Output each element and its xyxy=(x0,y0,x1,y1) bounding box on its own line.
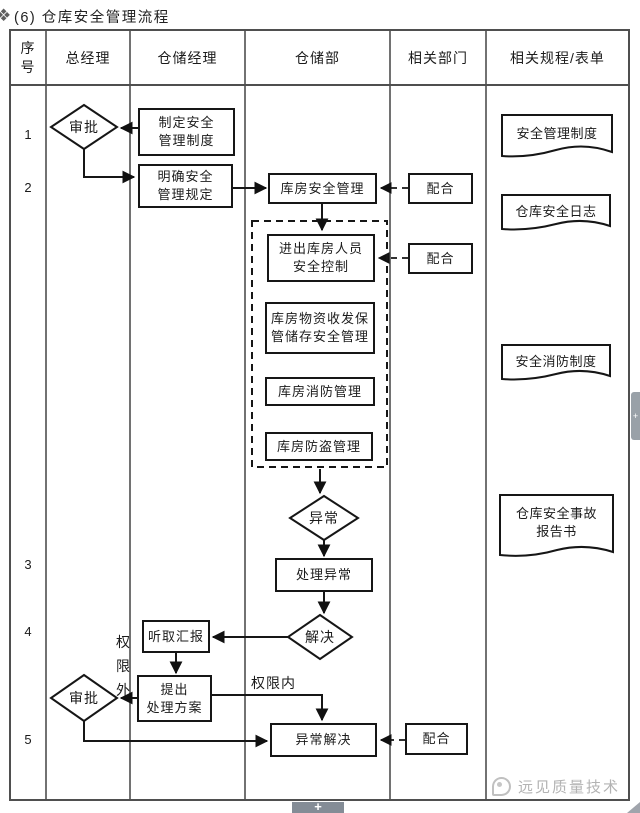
watermark-logo-icon xyxy=(492,777,511,796)
header-regulations-forms: 相关规程/表单 xyxy=(510,49,605,66)
node-cooperate-2: 配合 xyxy=(408,243,473,274)
header-warehouse-manager: 仓储经理 xyxy=(157,49,218,66)
safety-tasks-group xyxy=(251,220,388,468)
document-shape-3 xyxy=(501,344,611,381)
cooperation-connectors xyxy=(377,182,408,746)
title-marker-icon: ❖ xyxy=(0,6,12,25)
document-fire-safety-system: 安全消防制度 xyxy=(515,354,597,369)
edge-approve2-to-resolved-box xyxy=(83,721,269,748)
edge-approve1-to-clarify xyxy=(83,149,136,184)
label-abnormal: 异常 xyxy=(309,510,339,526)
row-number-4: 4 xyxy=(24,624,32,639)
node-fire-control-mgmt: 库房消防管理 xyxy=(265,377,375,406)
document-shape-2 xyxy=(501,194,611,231)
row-number-1: 1 xyxy=(24,127,32,142)
decision-approve1 xyxy=(49,103,119,151)
label-approve1: 审批 xyxy=(69,119,99,135)
page-title: (6) 仓库安全管理流程 xyxy=(14,10,170,26)
side-expand-handle[interactable]: + xyxy=(631,392,640,440)
decision-approve2 xyxy=(49,673,119,723)
node-cooperate-3: 配合 xyxy=(405,723,468,755)
flow-connectors xyxy=(83,121,331,748)
label-approve2: 审批 xyxy=(69,690,99,706)
document-shape-4 xyxy=(499,494,614,557)
corner-resize-icon xyxy=(627,802,640,813)
node-abnormal-resolved: 异常解决 xyxy=(270,723,377,757)
node-propose-plan: 提出 处理方案 xyxy=(137,675,212,722)
decision-resolved xyxy=(286,613,354,661)
watermark-text: 远见质量技术 xyxy=(518,779,621,796)
header-seq: 序号 xyxy=(20,39,36,75)
header-warehouse-dept: 仓储部 xyxy=(295,49,340,66)
document-shape-1 xyxy=(501,114,613,158)
node-draft-safety-system: 制定安全 管理制度 xyxy=(138,108,235,156)
node-material-storage-safety: 库房物资收发保 管储存安全管理 xyxy=(265,302,375,354)
header-general-manager: 总经理 xyxy=(65,49,111,66)
node-clarify-safety-rules: 明确安全 管理规定 xyxy=(138,164,233,208)
document-safety-system: 安全管理制度 xyxy=(516,126,598,141)
decision-abnormal xyxy=(288,494,360,542)
node-theft-prevention-mgmt: 库房防盗管理 xyxy=(265,432,373,461)
row-number-3: 3 xyxy=(24,557,32,572)
document-accident-report: 仓库安全事故 报告书 xyxy=(515,506,597,539)
document-safety-log: 仓库安全日志 xyxy=(515,204,597,219)
table-grid xyxy=(9,29,630,801)
watermark: 远见质量技术 xyxy=(492,776,620,797)
node-warehouse-safety-mgmt: 库房安全管理 xyxy=(268,173,377,204)
plus-icon: + xyxy=(632,411,639,421)
label-inside-authority: 权限内 xyxy=(251,675,296,691)
edge-propose-to-resolved-box xyxy=(212,694,329,722)
node-handle-abnormal: 处理异常 xyxy=(275,558,373,592)
node-listen-report: 听取汇报 xyxy=(142,620,210,653)
node-cooperate-1: 配合 xyxy=(408,173,473,204)
row-number-2: 2 xyxy=(24,180,32,195)
bottom-expand-handle[interactable]: + xyxy=(292,800,344,813)
node-entry-exit-control: 进出库房人员 安全控制 xyxy=(267,234,375,282)
header-related-dept: 相关部门 xyxy=(408,49,468,66)
label-resolved: 解决 xyxy=(305,629,335,645)
row-number-5: 5 xyxy=(24,732,32,747)
label-outside-authority: 权限外 xyxy=(116,634,130,698)
